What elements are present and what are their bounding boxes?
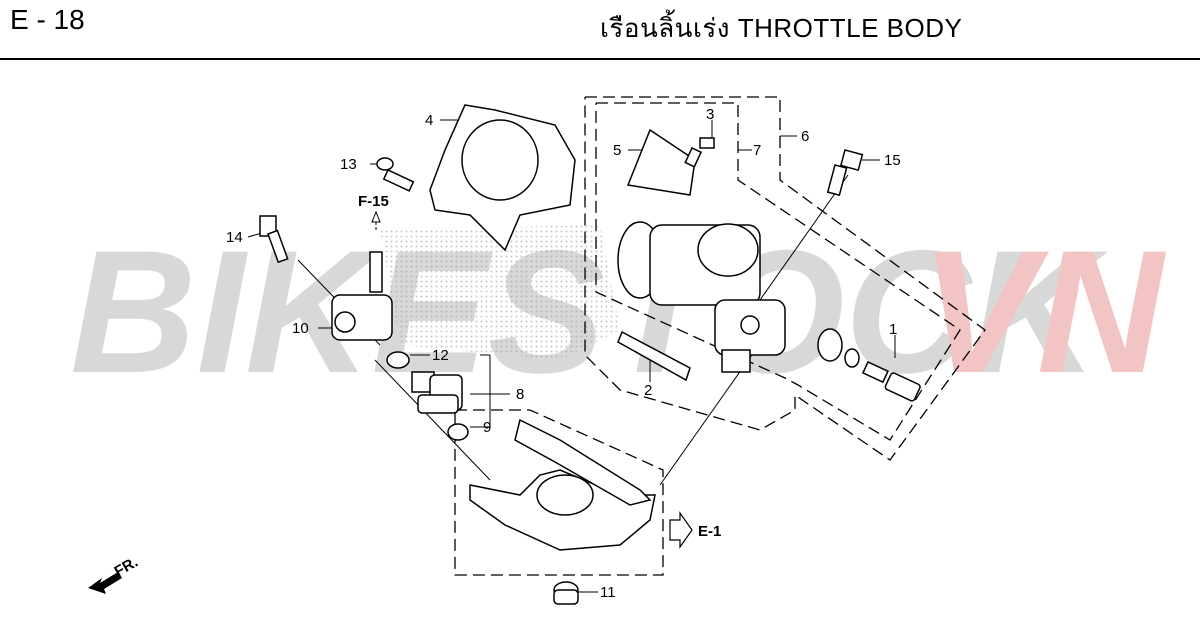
bolt-14 xyxy=(259,215,289,264)
page-title: เรือนลิ้นเร่ง THROTTLE BODY xyxy=(600,13,963,43)
callout-8: 8 xyxy=(516,386,524,403)
callout-12: 12 xyxy=(432,347,449,364)
reference-e1: E-1 xyxy=(669,511,721,549)
outline-7 xyxy=(595,102,961,441)
page-code: E - 18 xyxy=(10,4,85,35)
ref-e1-label: E-1 xyxy=(698,523,721,540)
callout-11: 11 xyxy=(600,584,616,601)
o-ring-12b xyxy=(447,423,469,441)
bolt-15 xyxy=(826,149,864,197)
parts xyxy=(259,104,921,605)
injector-8 xyxy=(411,371,463,414)
callout-1: 1 xyxy=(889,321,897,338)
bolt-13 xyxy=(376,157,415,192)
throttle-body xyxy=(617,221,786,373)
callout-3: 3 xyxy=(706,106,714,123)
ref-f15-label: F-15 xyxy=(358,193,389,210)
callout-6: 6 xyxy=(801,128,809,145)
callout-10: 10 xyxy=(292,320,309,337)
callout-7: 7 xyxy=(753,142,761,159)
assembly-outlines xyxy=(454,96,986,576)
link-2 xyxy=(617,330,691,382)
reference-f15: F-15 xyxy=(358,193,389,230)
front-direction-indicator: FR. xyxy=(88,554,141,594)
intake-manifold xyxy=(469,418,656,551)
callout-15: 15 xyxy=(884,152,901,169)
callout-9: 9 xyxy=(483,419,491,436)
callout-5: 5 xyxy=(613,142,621,159)
header-rule xyxy=(0,58,1200,60)
screw-3 xyxy=(684,137,715,168)
cap-11 xyxy=(553,581,579,605)
o-ring-12a xyxy=(386,351,410,369)
callout-14: 14 xyxy=(226,229,243,246)
callout-2: 2 xyxy=(644,382,652,399)
idle-valve-1 xyxy=(817,328,921,402)
stipple-area xyxy=(380,225,620,360)
callout-labels: 1 2 3 4 5 6 7 8 9 10 11 12 13 14 15 xyxy=(226,106,901,601)
sensor-10 xyxy=(331,251,393,341)
callout-4: 4 xyxy=(425,112,433,129)
callout-13: 13 xyxy=(340,156,357,173)
outline-manifold xyxy=(454,409,664,576)
watermark-accent-text: VN xyxy=(920,215,1167,410)
